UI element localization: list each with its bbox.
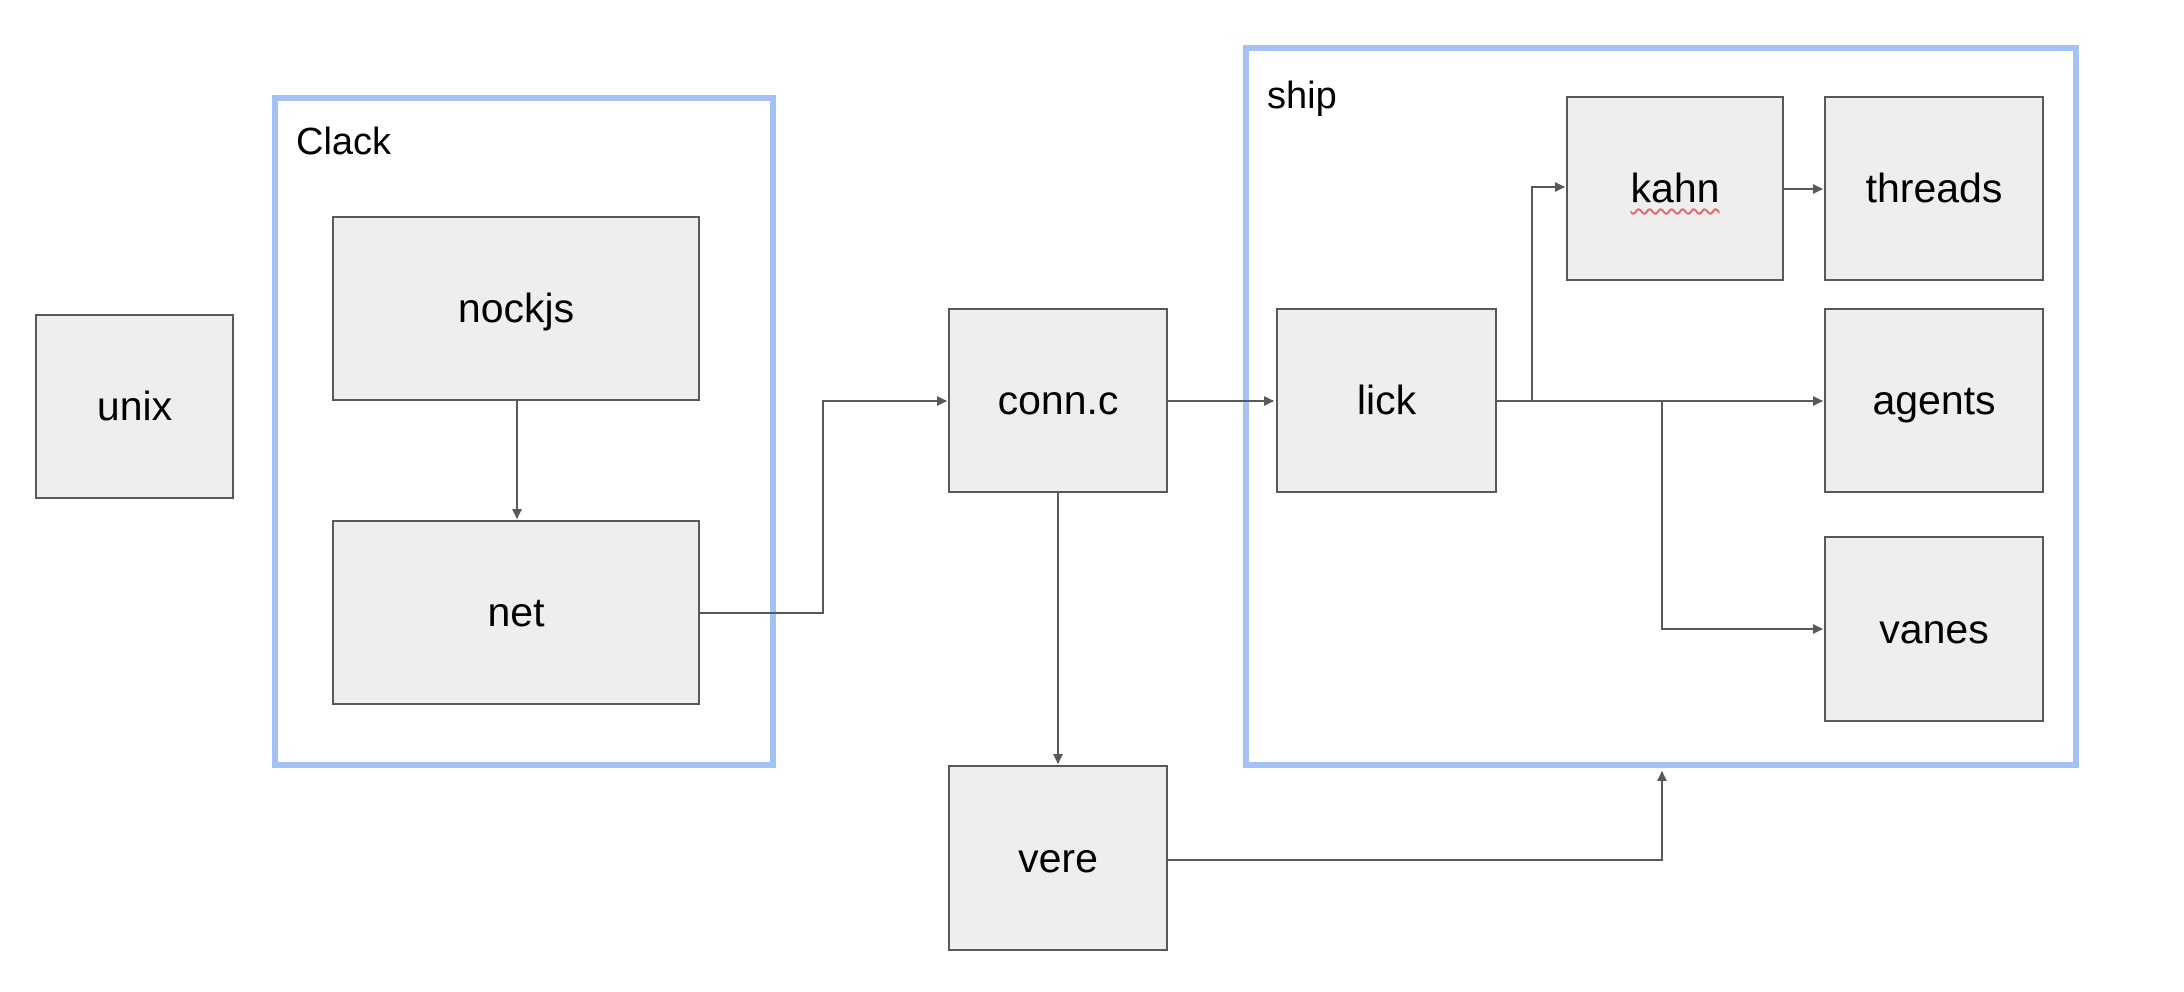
ship-group-label: ship xyxy=(1267,75,1337,117)
node-kahn-label: kahn xyxy=(1630,165,1720,211)
node-vanes: vanes xyxy=(1824,536,2044,722)
node-vere: vere xyxy=(948,765,1168,951)
node-agents: agents xyxy=(1824,308,2044,493)
clack-group: Clack xyxy=(272,95,776,768)
node-conn-c: conn.c xyxy=(948,308,1168,493)
node-net: net xyxy=(332,520,700,705)
edge-vere-ship xyxy=(1168,771,1667,861)
node-lick: lick xyxy=(1276,308,1497,493)
edge-lick-kahn xyxy=(1497,182,1565,402)
node-unix: unix xyxy=(35,314,234,499)
node-nockjs: nockjs xyxy=(332,216,700,401)
clack-group-label: Clack xyxy=(296,121,392,163)
ship-group: ship xyxy=(1243,45,2079,768)
node-kahn: kahn xyxy=(1566,96,1784,281)
node-threads: threads xyxy=(1824,96,2044,281)
edge-net-connc xyxy=(700,396,947,614)
edge-lick-vanes xyxy=(1661,401,1823,634)
